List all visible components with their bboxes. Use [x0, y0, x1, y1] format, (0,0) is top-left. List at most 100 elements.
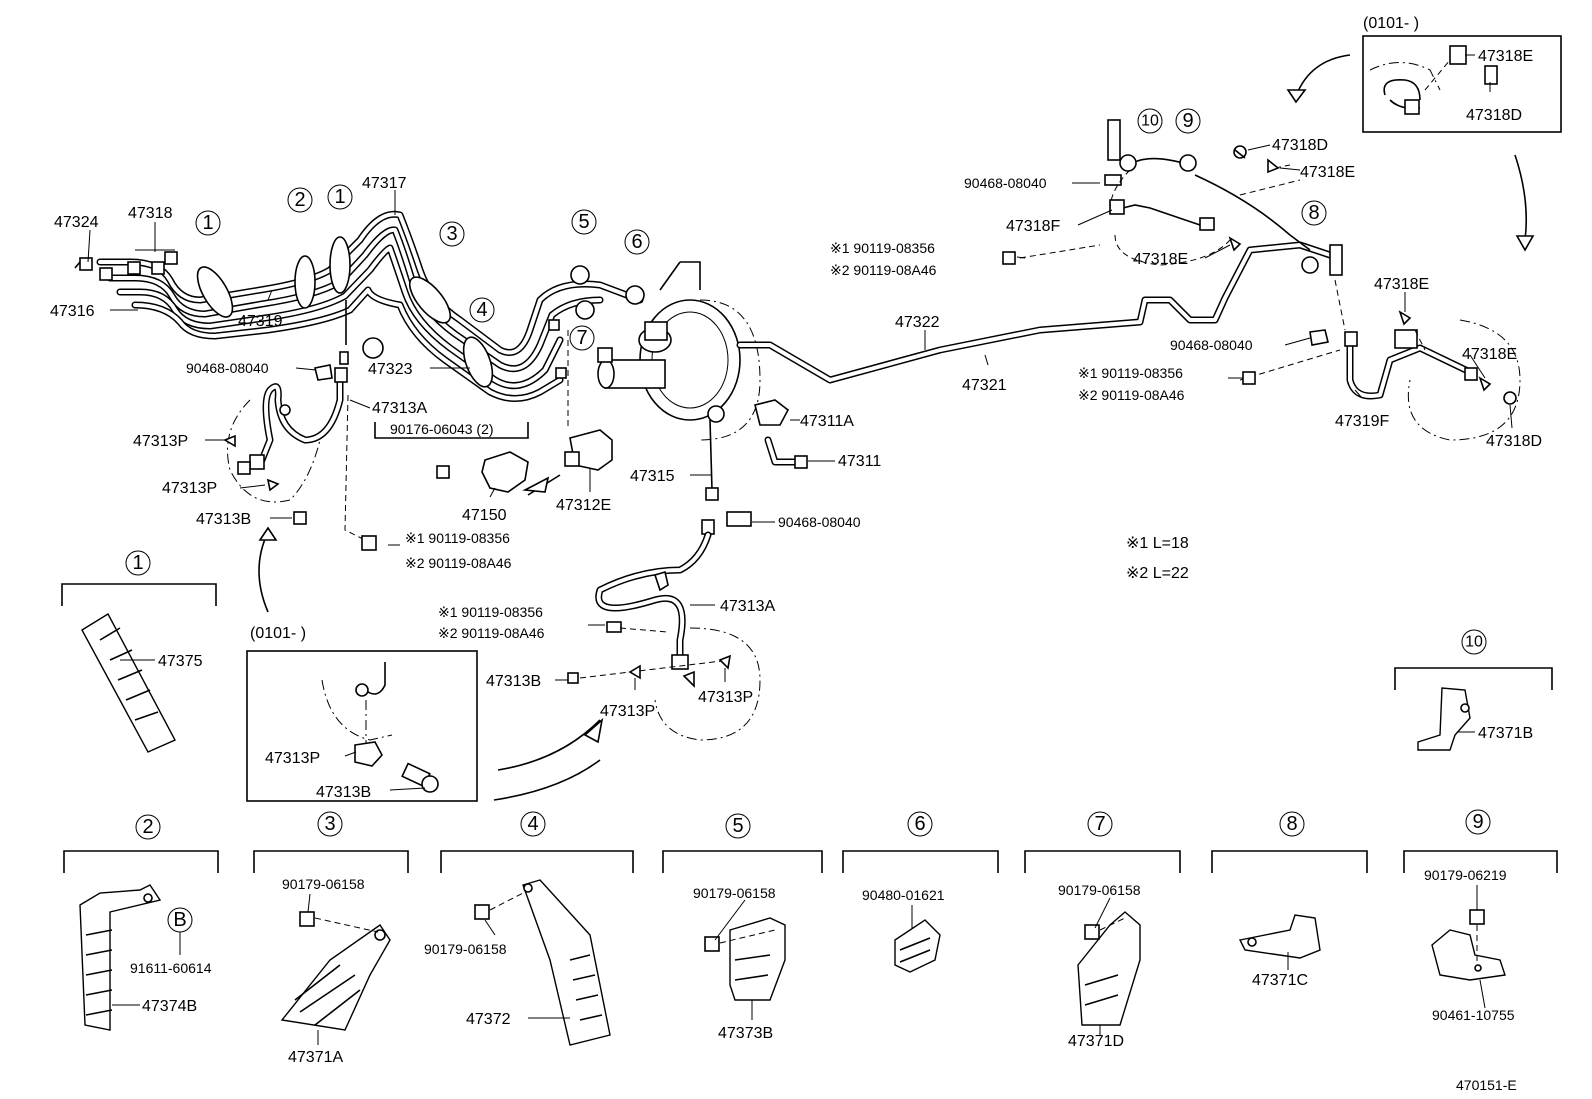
label-90179-7: 90179-06158	[1058, 882, 1141, 898]
callout-4: 4	[476, 299, 487, 321]
callout-10: 10	[1141, 113, 1159, 130]
label-47319: 47319	[238, 313, 283, 330]
clip-47371A[interactable]	[280, 911, 391, 1031]
label-47371D: 47371D	[1068, 1033, 1124, 1050]
callout-8: 8	[1308, 202, 1319, 224]
label-90179-3: 90179-06158	[282, 876, 365, 892]
leader-lines	[87, 54, 1513, 1045]
label-47313A-top: 47313A	[372, 400, 427, 417]
booster-vacuum-hose[interactable]	[705, 399, 808, 501]
label-inset-right-date: (0101- )	[1363, 15, 1419, 32]
label-90176: 90176-06043 (2)	[390, 421, 494, 437]
label-90119-c1: ※1 90119-08356	[830, 240, 935, 256]
label-90119-c2: ※2 90119-08A46	[830, 262, 937, 278]
inset-right	[1286, 35, 1562, 252]
section-label-4: 4	[527, 813, 538, 835]
label-47318E-r2: 47318E	[1300, 164, 1355, 181]
label-47315: 47315	[630, 468, 675, 485]
section-label-5: 5	[732, 815, 743, 837]
label-47375: 47375	[158, 653, 203, 670]
label-47373B: 47373B	[718, 1025, 773, 1042]
label-47371B: 47371B	[1478, 725, 1533, 742]
label-90468-d: 90468-08040	[1170, 337, 1253, 353]
clip-47375[interactable]	[81, 613, 176, 753]
clip-90480-01621[interactable]	[894, 919, 941, 973]
clip-47372[interactable]	[474, 879, 611, 1046]
label-47318D-r2: 47318D	[1272, 137, 1328, 154]
label-90468-c: 90468-08040	[964, 175, 1047, 191]
clip-47374B[interactable]	[79, 884, 162, 1031]
section-brackets	[61, 583, 1558, 873]
section-label-8: 8	[1286, 813, 1297, 835]
clip-47371D[interactable]	[1077, 911, 1141, 1026]
rear-flexible-hose[interactable]	[1239, 279, 1521, 441]
front-left-hose[interactable]	[223, 300, 384, 551]
label-47312E: 47312E	[556, 497, 611, 514]
label-47318F: 47318F	[1006, 218, 1060, 235]
label-90119-d1: ※1 90119-08356	[1078, 365, 1183, 381]
note-1: ※1 L=18	[1126, 535, 1189, 552]
label-47371A: 47371A	[288, 1049, 343, 1066]
label-47321: 47321	[962, 377, 1007, 394]
label-47313B-a: 47313B	[196, 511, 251, 528]
left-pipe-fittings[interactable]	[74, 251, 178, 281]
label-47311: 47311	[838, 453, 881, 470]
label-47313B-inset: 47313B	[316, 784, 371, 801]
proportioning-valve-group[interactable]	[374, 319, 613, 496]
label-47313P-inset: 47313P	[265, 750, 320, 767]
label-inset-left-date: (0101- )	[250, 625, 306, 642]
section-label-10: 10	[1465, 634, 1483, 651]
bracket-section-9[interactable]	[1431, 909, 1506, 981]
label-47318E-r5: 47318E	[1462, 346, 1517, 363]
note-2: ※2 L=22	[1126, 565, 1189, 582]
label-47374B: 47374B	[142, 998, 197, 1015]
label-47318E-r4: 47318E	[1374, 276, 1429, 293]
label-47319F: 47319F	[1335, 413, 1389, 430]
callout-1: 1	[334, 186, 345, 208]
callout-markers: 1 2 1 3 4 5 6 7 10 9 8 1 2 3 4 5 6 7 8 9…	[125, 108, 1491, 933]
label-90179-9: 90179-06219	[1424, 867, 1507, 883]
rear-right-fittings[interactable]	[1002, 119, 1343, 276]
callout-1: 1	[202, 212, 213, 234]
section-label-7: 7	[1094, 813, 1105, 835]
label-47371C: 47371C	[1252, 972, 1308, 989]
section-label-1: 1	[132, 552, 143, 574]
label-90119-b2: ※2 90119-08A46	[438, 625, 545, 641]
label-47313P-c: 47313P	[600, 703, 655, 720]
label-91611: 91611-60614	[130, 960, 212, 976]
front-right-hose[interactable]	[567, 511, 761, 741]
label-90468-b: 90468-08040	[778, 514, 861, 530]
rear-brake-pipes[interactable]	[736, 157, 1334, 384]
callout-7: 7	[576, 327, 587, 349]
clip-47373B[interactable]	[704, 917, 786, 1001]
label-47313P-b: 47313P	[162, 480, 217, 497]
inset-left	[246, 526, 604, 802]
label-47317: 47317	[362, 175, 407, 192]
label-90119-a1: ※1 90119-08356	[405, 530, 510, 546]
label-90480: 90480-01621	[862, 887, 945, 903]
section-label-2: 2	[142, 816, 153, 838]
label-90179-5: 90179-06158	[693, 885, 776, 901]
front-brake-pipe-bundle[interactable]	[96, 210, 644, 402]
pipe-clamps	[196, 236, 645, 388]
clip-47371B[interactable]	[1417, 687, 1471, 751]
label-47318E-r1: 47318E	[1478, 48, 1533, 65]
label-47150: 47150	[462, 507, 507, 524]
label-47313P-a: 47313P	[133, 433, 188, 450]
callout-5: 5	[578, 211, 589, 233]
label-47316: 47316	[50, 303, 95, 320]
label-47318: 47318	[128, 205, 173, 222]
label-47372: 47372	[466, 1011, 511, 1028]
clip-47371C[interactable]	[1238, 914, 1321, 959]
diagram-id: 470151-E	[1456, 1077, 1517, 1093]
label-47322: 47322	[895, 314, 940, 331]
label-47318D-r1: 47318D	[1466, 107, 1522, 124]
label-90119-a2: ※2 90119-08A46	[405, 555, 512, 571]
section-label-9: 9	[1472, 811, 1483, 833]
label-47324: 47324	[54, 214, 99, 231]
brake-booster-master-cylinder[interactable]	[597, 261, 761, 441]
label-47318E-r3: 47318E	[1133, 251, 1188, 268]
callout-2: 2	[294, 189, 305, 211]
callout-9: 9	[1182, 110, 1193, 132]
